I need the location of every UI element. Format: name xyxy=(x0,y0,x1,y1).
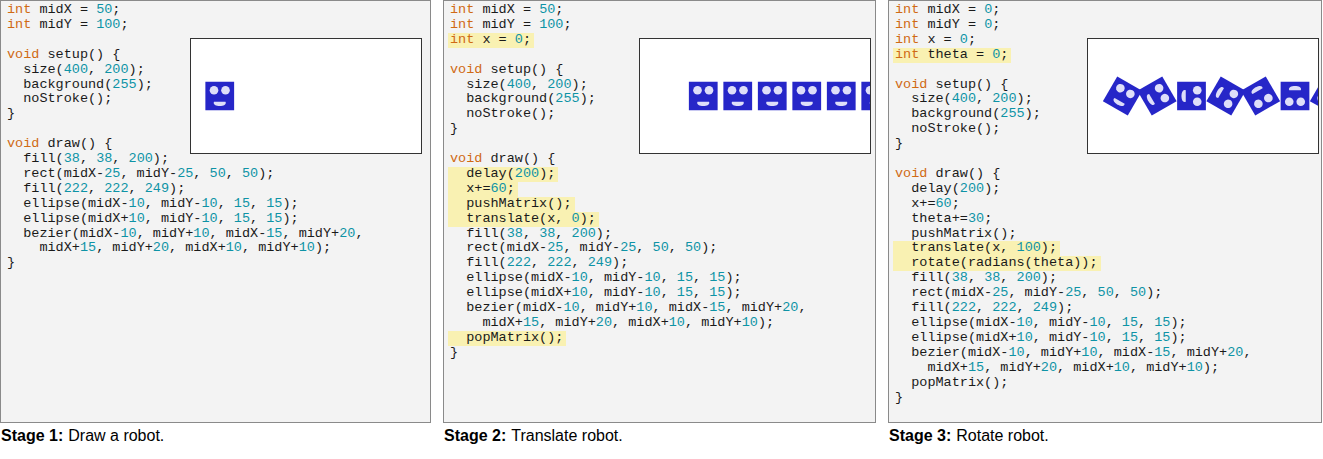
code-line: rect(midX-25, midY-25, 50, 50); xyxy=(448,241,720,256)
sketch-preview xyxy=(190,38,422,154)
robot-figure xyxy=(1137,77,1176,116)
code-line: midX+15, midY+20, midX+10, midY+10); xyxy=(448,316,777,331)
code-line: rect(midX-25, midY-25, 50, 50); xyxy=(5,167,277,182)
code-line: } xyxy=(448,122,461,137)
code-line: translate(x, 100); xyxy=(893,241,1060,256)
robot-figure xyxy=(689,82,718,111)
code-line: void setup() { xyxy=(5,48,123,63)
code-line: ellipse(midX-10, midY-10, 15, 15); xyxy=(893,316,1190,331)
stage-caption: Stage 3: Rotate robot. xyxy=(889,427,1049,445)
code-line: bezier(midX-10, midY+10, midX-15, midY+2… xyxy=(893,346,1255,361)
robot-figure xyxy=(758,82,787,111)
code-panel: int midX = 0;int midY = 0;int x = 0;int … xyxy=(888,0,1322,423)
code-line: void setup() { xyxy=(448,63,566,78)
robot-figure xyxy=(1281,82,1310,111)
code-panel: int midX = 50;int midY = 100; void setup(… xyxy=(0,0,431,423)
robot-figure xyxy=(827,82,856,111)
code-line: delay(200); xyxy=(893,182,1003,197)
code-line: int midY = 100; xyxy=(448,18,575,33)
robot-figure xyxy=(723,82,752,111)
code-line: pushMatrix(); xyxy=(893,227,1020,242)
sketch-canvas xyxy=(640,39,870,153)
robot-figure xyxy=(1310,77,1318,116)
code-line: int midY = 0; xyxy=(893,18,1003,33)
code-line: } xyxy=(893,391,906,406)
code-line: int midX = 0; xyxy=(893,3,1003,18)
code-line: int midY = 100; xyxy=(5,18,132,33)
code-line: void draw() { xyxy=(893,167,1003,182)
code-line: fill(222, 222, 249); xyxy=(448,256,631,271)
code-line: fill(222, 222, 249); xyxy=(5,182,188,197)
robot-figure xyxy=(861,82,870,111)
code-line: rotate(radians(theta)); xyxy=(893,256,1101,271)
sketch-preview xyxy=(1087,38,1319,154)
code-line: x+=60; xyxy=(448,182,518,197)
sketch-canvas xyxy=(1088,39,1318,153)
code-line: int midX = 50; xyxy=(5,3,123,18)
code-line: background(255); xyxy=(5,78,156,93)
code-line: rect(midX-25, midY-25, 50, 50); xyxy=(893,286,1165,301)
sketch-preview xyxy=(639,38,871,154)
code-line: midX+15, midY+20, midX+10, midY+10); xyxy=(893,361,1222,376)
stage-title: Translate robot. xyxy=(511,427,622,444)
code-line: ellipse(midX+10, midY-10, 15, 15); xyxy=(5,212,302,227)
stage-number: Stage 2: xyxy=(444,427,506,444)
code-line: bezier(midX-10, midY+10, midX-15, midY+2… xyxy=(5,227,367,242)
code-line: fill(222, 222, 249); xyxy=(893,301,1076,316)
code-line: } xyxy=(5,107,18,122)
code-line: ellipse(midX+10, midY-10, 15, 15); xyxy=(893,331,1190,346)
stage-number: Stage 1: xyxy=(1,427,63,444)
robot-figure xyxy=(1103,77,1142,116)
code-line: void setup() { xyxy=(893,78,1011,93)
code-line: background(255); xyxy=(448,92,599,107)
code-line: int x = 0; xyxy=(448,33,534,48)
code-line: background(255); xyxy=(893,107,1044,122)
code-line: void draw() { xyxy=(448,152,558,167)
code-line: ellipse(midX-10, midY-10, 15, 15); xyxy=(5,197,302,212)
code-line: x+=60; xyxy=(893,197,963,212)
code-line: size(400, 200); xyxy=(448,78,591,93)
sketch-canvas xyxy=(191,39,421,153)
stage-number: Stage 3: xyxy=(889,427,951,444)
code-line: fill(38, 38, 200); xyxy=(448,227,615,242)
code-line: ellipse(midX+10, midY-10, 15, 15); xyxy=(448,286,745,301)
stage-title: Rotate robot. xyxy=(956,427,1049,444)
code-line: noStroke(); xyxy=(893,122,1003,137)
code-line: } xyxy=(893,137,906,152)
code-line: int x = 0; xyxy=(893,33,979,48)
code-line: int midX = 50; xyxy=(448,3,566,18)
stage-caption: Stage 1: Draw a robot. xyxy=(1,427,164,445)
code-line: popMatrix(); xyxy=(448,331,566,346)
code-panel: int midX = 50;int midY = 100;int x = 0; v… xyxy=(443,0,876,423)
code-line: int theta = 0; xyxy=(893,48,1011,63)
code-line: noStroke(); xyxy=(448,107,558,122)
code-line: fill(38, 38, 200); xyxy=(893,271,1060,286)
code-line: void draw() { xyxy=(5,137,115,152)
code-line: midX+15, midY+20, midX+10, midY+10); xyxy=(5,241,334,256)
robot-figure xyxy=(1177,82,1206,111)
robot-figure xyxy=(205,82,234,111)
code-line: } xyxy=(5,256,18,271)
code-line: delay(200); xyxy=(448,167,558,182)
stage-title: Draw a robot. xyxy=(68,427,164,444)
code-line: fill(38, 38, 200); xyxy=(5,152,172,167)
code-line: } xyxy=(448,346,461,361)
code-line: translate(x, 0); xyxy=(448,212,599,227)
code-line: ellipse(midX-10, midY-10, 15, 15); xyxy=(448,271,745,286)
code-line: popMatrix(); xyxy=(893,376,1011,391)
code-line: bezier(midX-10, midY+10, midX-15, midY+2… xyxy=(448,301,810,316)
code-line: pushMatrix(); xyxy=(448,197,575,212)
code-line: theta+=30; xyxy=(893,212,995,227)
code-line: noStroke(); xyxy=(5,92,115,107)
code-line: size(400, 200); xyxy=(893,92,1036,107)
code-line: size(400, 200); xyxy=(5,63,148,78)
robot-figure xyxy=(792,82,821,111)
robot-figure xyxy=(1206,77,1245,116)
stage-caption: Stage 2: Translate robot. xyxy=(444,427,623,445)
robot-figure xyxy=(1241,77,1280,116)
